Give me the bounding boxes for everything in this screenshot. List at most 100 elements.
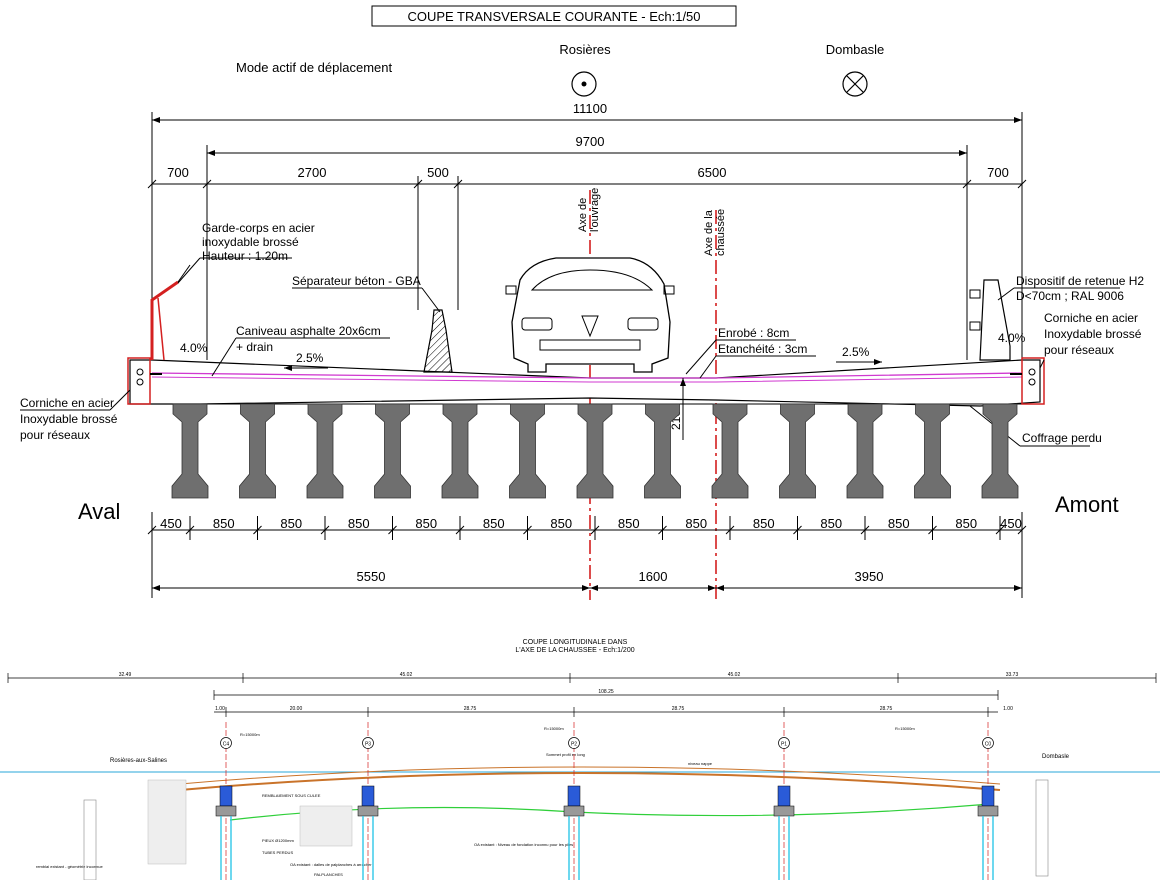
mode-label: Mode actif de déplacement	[236, 60, 392, 75]
svg-text:inoxydable brossé: inoxydable brossé	[202, 235, 299, 249]
radius-right: R=15000m	[895, 726, 915, 731]
dimension-9700	[206, 145, 968, 360]
beam	[981, 403, 1019, 499]
svg-text:Etanchéité : 3cm: Etanchéité : 3cm	[718, 342, 807, 356]
pile-note: remblai existant - géométrie inconnue	[36, 864, 103, 869]
dispositif-label: Dispositif de retenue H2 D<70cm ; RAL 90…	[997, 274, 1144, 303]
left-town: Rosières-aux-Salines	[110, 758, 167, 764]
cross-section-title: COUPE TRANSVERSALE COURANTE - Ech:1/50	[407, 9, 700, 24]
separateur-label: Séparateur béton - GBA	[292, 274, 441, 313]
dim-seg-3: 500	[427, 165, 449, 180]
slope-right: 4.0%	[998, 331, 1026, 345]
beam-spacing-label: 850	[550, 516, 572, 531]
beam-spacing-label: 850	[483, 516, 505, 531]
long-spans-top	[7, 673, 1157, 683]
etancheite-label: Etanchéité : 3cm	[699, 342, 816, 379]
svg-text:Axe de: Axe de	[577, 198, 589, 232]
direction-dombasle: Dombasle	[826, 42, 885, 57]
beam-spacing-label: 850	[280, 516, 302, 531]
dim-seg-5: 700	[987, 165, 1009, 180]
corniche-left-label: Corniche en acier Inoxydable brossé pour…	[20, 389, 131, 442]
pier-label: P3	[365, 742, 371, 748]
dim-3950: 3950	[855, 569, 884, 584]
svg-text:Inoxydable brossé: Inoxydable brossé	[1044, 327, 1142, 341]
axis-chaussee-label: Axe de la chaussée	[703, 209, 727, 256]
span-32.49: 32.49	[119, 672, 132, 678]
oa-note: OA existant : dalles de palplanches à ar…	[290, 862, 372, 867]
beam	[374, 403, 411, 499]
dim-total-label: 11100	[573, 101, 607, 116]
long-title-1: COUPE LONGITUDINALE DANS	[523, 639, 628, 646]
slope-left: 4.0%	[180, 341, 208, 355]
pier: P2	[563, 722, 585, 880]
svg-text:Corniche en acier: Corniche en acier	[20, 396, 114, 410]
long-title-2: L'AXE DE LA CHAUSSEE - Ech:1/200	[515, 647, 634, 654]
dim-1600: 1600	[639, 569, 668, 584]
beam	[779, 403, 816, 499]
span-28.75a: 28.75	[464, 706, 477, 712]
beam-spacing-label: 850	[415, 516, 437, 531]
cross-title-frame	[371, 5, 737, 27]
corniche-right	[1010, 357, 1045, 405]
retenue-h2	[969, 279, 1011, 361]
dim-seg-4: 6500	[698, 165, 727, 180]
beam	[509, 403, 546, 499]
corniche-left	[127, 357, 162, 405]
beam	[711, 403, 749, 499]
garde-corps	[150, 264, 191, 361]
beam-spacing-label: 450	[1000, 516, 1022, 531]
beam	[576, 403, 614, 499]
beam-spacing-label: 850	[753, 516, 775, 531]
span-28.75c: 28.75	[880, 706, 893, 712]
pier: P1	[773, 722, 795, 880]
svg-text:l'ouvrage: l'ouvrage	[589, 188, 601, 232]
car-silhouette	[505, 257, 675, 373]
pier-label: P1	[781, 742, 787, 748]
deck-profile	[179, 772, 1001, 791]
svg-text:Coffrage perdu: Coffrage perdu	[1022, 431, 1102, 445]
garde-corps-label: Garde-corps en acier inoxydable brossé H…	[177, 221, 315, 284]
svg-text:2.5%: 2.5%	[842, 345, 870, 359]
enrobe-label: Enrobé : 8cm	[685, 326, 796, 375]
svg-text:pour réseaux: pour réseaux	[1044, 343, 1114, 357]
corniche-right-label: Corniche en acier Inoxydable brossé pour…	[1039, 311, 1142, 369]
pier: C4	[215, 722, 237, 880]
cross-circle-icon	[842, 71, 868, 97]
beam	[306, 403, 344, 499]
svg-text:pour réseaux: pour réseaux	[20, 428, 90, 442]
svg-text:Enrobé : 8cm: Enrobé : 8cm	[718, 326, 789, 340]
nappe-note: niveau nappe	[688, 761, 713, 766]
svg-text:Séparateur béton - GBA: Séparateur béton - GBA	[292, 274, 421, 288]
svg-text:2.5%: 2.5%	[296, 351, 324, 365]
long-spans-mid	[214, 707, 998, 717]
right-town: Dombasle	[1042, 754, 1070, 760]
beam-spacing-label: 850	[618, 516, 640, 531]
span-1.00b: 1.00	[1003, 706, 1013, 712]
svg-text:Dispositif de retenue H2: Dispositif de retenue H2	[1016, 274, 1144, 288]
beam	[441, 403, 479, 499]
existing-structure	[299, 805, 353, 847]
pier-label: C4	[223, 742, 230, 748]
dim-seg-2: 2700	[298, 165, 327, 180]
beam	[644, 403, 681, 499]
deck-profile-top	[179, 766, 1001, 785]
dimension-segments	[147, 176, 1027, 310]
grade-right: 2.5%	[836, 345, 882, 365]
span-20.00: 20.00	[290, 706, 303, 712]
oa-piles-note: OA existant : Niveau de fondation inconn…	[474, 842, 573, 847]
beam-spacing-label: 850	[348, 516, 370, 531]
beam-spacing-label: 450	[160, 516, 182, 531]
span-45.02a: 45.02	[400, 672, 413, 678]
pieux-note: PIEUX Ø1200mm	[262, 838, 294, 843]
borehole-right	[1035, 779, 1049, 877]
amont-label: Amont	[1055, 492, 1119, 517]
remblai-note: REMBLAIEMENT SOUS CULEE	[262, 793, 321, 798]
dot-circle-icon	[571, 71, 597, 97]
beam-spacing-label: 850	[213, 516, 235, 531]
svg-text:Caniveau asphalte 20x6cm: Caniveau asphalte 20x6cm	[236, 324, 381, 338]
span-28.75b: 28.75	[672, 706, 685, 712]
svg-text:Garde-corps en acier: Garde-corps en acier	[202, 221, 315, 235]
dim-5550: 5550	[357, 569, 386, 584]
